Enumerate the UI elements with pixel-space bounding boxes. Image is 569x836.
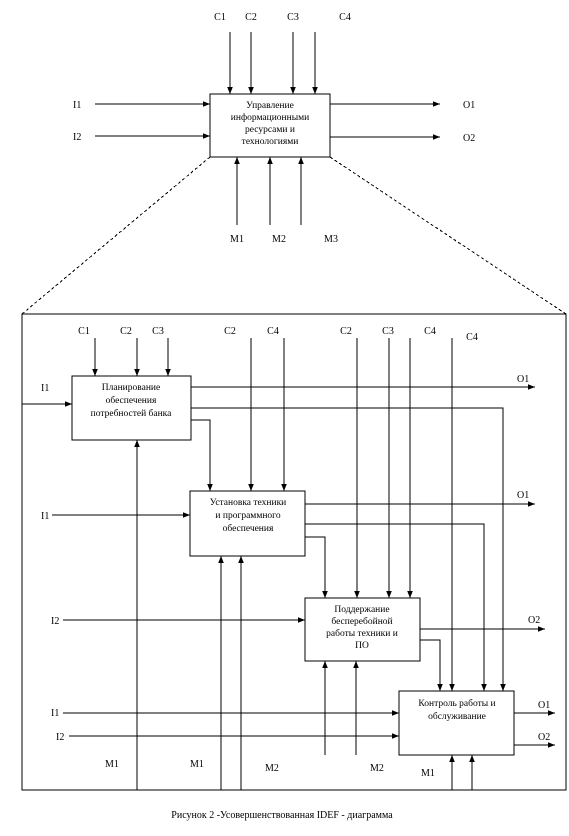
flow-arrow-box2-box4 (305, 523, 487, 691)
box1-control-label: C2 (120, 326, 132, 337)
box2-line-1: Установка техники (210, 498, 287, 508)
box4-control-label: C4 (466, 332, 478, 343)
top-box-line-2: информационными (231, 112, 309, 123)
box3-line-4: ПО (355, 641, 369, 651)
box1-line-2: обеспечения (106, 395, 157, 406)
function-box-installation (189, 490, 306, 557)
mechanism-label: M2 (370, 763, 384, 774)
function-box-control (398, 690, 515, 756)
box2-output-label: O1 (517, 490, 529, 501)
zoom-line-right (329, 156, 567, 315)
box2-line-2: и программного (215, 511, 280, 521)
box4-output-label: O1 (538, 700, 550, 711)
top-control-label: C1 (214, 12, 226, 23)
top-mechanism-label: M3 (324, 234, 338, 245)
top-box-line-4: технологиями (242, 137, 299, 147)
box2-line-3: обеспечения (223, 523, 274, 534)
box4-input-label: I2 (56, 732, 64, 743)
box1-line-3: потребностей банка (91, 408, 172, 419)
box1-line-1: Планирование (102, 383, 160, 393)
top-input-label: I2 (73, 132, 81, 143)
box3-line-1: Поддержание (334, 605, 389, 615)
top-output-label: O1 (463, 100, 475, 111)
box2-control-label: C2 (224, 326, 236, 337)
box4-output-label: O2 (538, 732, 550, 743)
top-control-label: C4 (339, 12, 351, 23)
top-mechanism-label: M1 (230, 234, 244, 245)
top-input-label: I1 (73, 100, 81, 111)
figure-caption: Рисунок 2 -Усовершенствованная IDEF - ди… (171, 810, 393, 821)
box4-line-1: Контроль работы и (418, 698, 495, 709)
mechanism-label: M2 (265, 763, 279, 774)
box3-input-label: I2 (51, 616, 59, 627)
flow-arrow-box3-box4 (420, 639, 443, 691)
top-diagram: Управление информационными ресурсами и т… (73, 12, 475, 245)
detail-frame (21, 313, 567, 791)
zoom-line-left (21, 156, 211, 315)
top-control-label: C3 (287, 12, 299, 23)
box2-control-label: C4 (267, 326, 279, 337)
box3-control-label: C3 (382, 326, 394, 337)
top-control-label: C2 (245, 12, 257, 23)
flow-arrow-box1-box2 (191, 419, 213, 491)
function-box-maintenance (304, 597, 421, 662)
box4-line-2: обслуживание (428, 711, 486, 722)
box1-output-label: O1 (517, 374, 529, 385)
top-output-label: O2 (463, 133, 475, 144)
box3-control-label: C2 (340, 326, 352, 337)
top-mechanism-label: M2 (272, 234, 286, 245)
box3-output-label: O2 (528, 615, 540, 626)
flow-arrow-box1-box4 (191, 407, 506, 691)
flow-arrow-box2-box3 (305, 536, 328, 598)
box4-input-label: I1 (51, 708, 59, 719)
box1-control-label: C3 (152, 326, 164, 337)
detail-diagram: Планирование обеспечения потребностей ба… (21, 313, 567, 791)
top-box-line-1: Управление (246, 101, 294, 111)
box3-line-3: работы техники и (326, 628, 398, 639)
mechanism-label: M1 (105, 759, 119, 770)
box1-input-label: I1 (41, 383, 49, 394)
top-box-line-3: ресурсами и (245, 125, 295, 135)
box3-line-2: бесперебойной (331, 616, 392, 627)
mechanism-label: M1 (421, 768, 435, 779)
box1-control-label: C1 (78, 326, 90, 337)
box3-control-label: C4 (424, 326, 436, 337)
top-function-box (209, 93, 331, 158)
box2-input-label: I1 (41, 511, 49, 522)
function-box-planning (71, 375, 192, 441)
mechanism-label: M1 (190, 759, 204, 770)
